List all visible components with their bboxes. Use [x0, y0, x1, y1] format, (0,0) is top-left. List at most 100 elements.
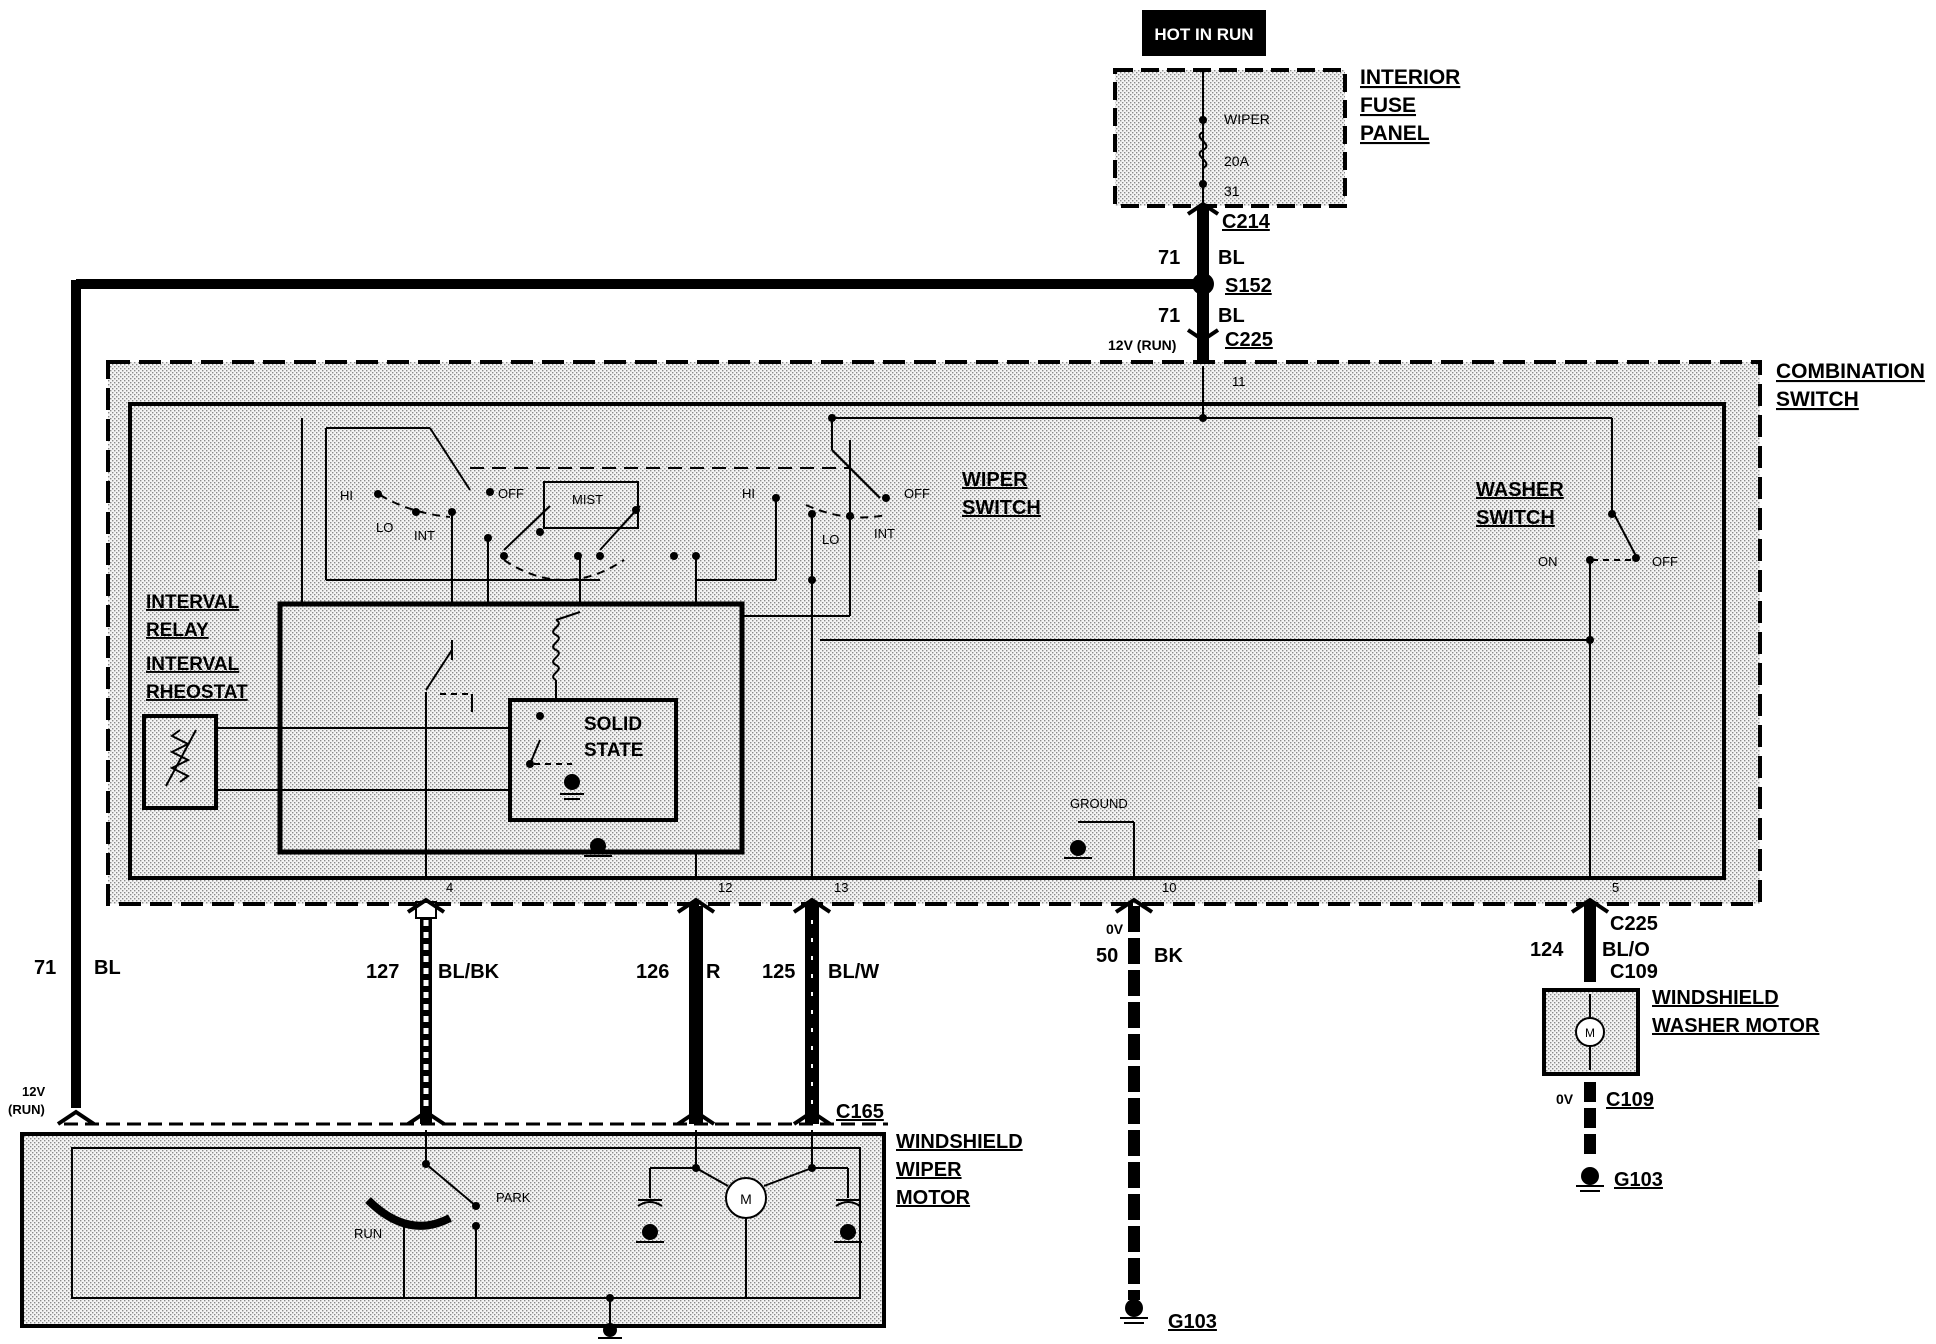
washer-motor: M	[1542, 988, 1640, 1076]
wiper-run: RUN	[354, 1226, 382, 1241]
ground-icon	[564, 774, 580, 790]
splice-s152	[1192, 273, 1214, 295]
fuse-icon	[1198, 131, 1208, 169]
solid-state-label-2: STATE	[584, 740, 643, 761]
wiper-int-a: INT	[414, 528, 435, 543]
capacitor-icon-2	[835, 1199, 861, 1207]
wiper-int-b: INT	[874, 526, 895, 541]
fuse-rating: 20A	[1224, 153, 1250, 169]
wiper-motor-label-1: WINDSHIELD	[896, 1131, 1023, 1153]
wire-126-circuit: 126	[636, 961, 669, 983]
wire-71-feed	[1186, 201, 1220, 368]
wire-126-color: R	[706, 961, 721, 983]
washer-motor-label-1: WINDSHIELD	[1652, 987, 1779, 1009]
connector-c225-top: C225	[1225, 329, 1273, 351]
wire-50-circuit: 50	[1096, 945, 1118, 967]
wiper-off-a: OFF	[498, 486, 524, 501]
connector-c109-a: C109	[1610, 961, 1658, 983]
wire-50-color: BK	[1154, 945, 1183, 967]
connector-c109-b: C109	[1606, 1089, 1654, 1111]
wiper-hi-b: HI	[742, 486, 755, 501]
solid-state-module	[508, 698, 678, 822]
wire-71-branch	[71, 279, 1195, 1108]
washer-switch	[820, 509, 1637, 880]
interval-rheostat-label-2: RHEOSTAT	[146, 682, 248, 703]
wiper-lo-b: LO	[822, 532, 839, 547]
washer-off: OFF	[1652, 554, 1678, 569]
rheostat-icon	[169, 729, 191, 783]
wire-50	[1120, 906, 1148, 1324]
wire-125-color: BL/W	[828, 961, 879, 983]
voltage-run-left: (RUN)	[8, 1102, 45, 1117]
ground-label: GROUND	[1070, 796, 1128, 811]
combination-ground	[1064, 821, 1135, 880]
interval-rheostat	[142, 714, 510, 810]
connector-c165: C165	[836, 1101, 884, 1123]
wire-71-left-circuit: 71	[34, 957, 56, 979]
wiper-lo-a: LO	[376, 520, 393, 535]
wiper-switch-contacts	[374, 414, 890, 584]
wire-71-left-color: BL	[94, 957, 121, 979]
interval-relay-label-2: RELAY	[146, 620, 209, 641]
pin-10: 10	[1162, 880, 1176, 895]
wiper-switch-label-2: SWITCH	[962, 497, 1041, 519]
fuse-panel-label-1: INTERIOR	[1360, 66, 1460, 89]
fuse-name: WIPER	[1224, 111, 1270, 127]
wire-127-circuit: 127	[366, 961, 399, 983]
washer-motor-symbol: M	[1585, 1026, 1595, 1040]
wire-127	[415, 901, 437, 1124]
wiper-motor-symbol: M	[740, 1191, 752, 1207]
ground-icon-internal	[1070, 840, 1086, 856]
pin-5: 5	[1612, 880, 1619, 895]
relay-coil-icon	[552, 619, 560, 681]
interior-fuse-panel: WIPER 20A 31	[1113, 68, 1347, 208]
wiper-motor-label-2: WIPER	[896, 1159, 962, 1181]
wire-71-upper-color: BL	[1218, 247, 1245, 269]
combination-switch-label-2: SWITCH	[1776, 388, 1859, 411]
pin-13: 13	[834, 880, 848, 895]
combination-switch-label-1: COMBINATION	[1776, 360, 1925, 383]
wiper-switch-label-1: WIPER	[962, 469, 1028, 491]
interval-relay-label-1: INTERVAL	[146, 592, 240, 613]
connector-c214: C214	[1222, 211, 1271, 233]
voltage-12v-left: 12V	[22, 1084, 45, 1099]
wire-124	[1576, 906, 1604, 1192]
wire-125-circuit: 125	[762, 961, 795, 983]
fuse-number: 31	[1224, 183, 1240, 199]
ground-g103-a: G103	[1168, 1311, 1217, 1333]
voltage-0v-ground: 0V	[1106, 921, 1124, 937]
connector-c225-right: C225	[1610, 913, 1658, 935]
splice-s152-label: S152	[1225, 275, 1272, 297]
fuse-panel-label-2: FUSE	[1360, 94, 1416, 117]
wiper-motor-label-3: MOTOR	[896, 1187, 971, 1209]
wire-71-lower-color: BL	[1218, 305, 1245, 327]
wiper-park: PARK	[496, 1190, 531, 1205]
washer-motor-icon	[1575, 1017, 1605, 1047]
pin-12: 12	[718, 880, 732, 895]
wire-124-color: BL/O	[1602, 939, 1650, 961]
wiper-hi-a: HI	[340, 488, 353, 503]
wire-71-lower-circuit: 71	[1158, 305, 1180, 327]
washer-motor-label-2: WASHER MOTOR	[1652, 1015, 1820, 1037]
capacitor-icon	[637, 1199, 663, 1207]
ground-g103-b: G103	[1614, 1169, 1663, 1191]
interval-rheostat-label-1: INTERVAL	[146, 654, 240, 675]
pin-11: 11	[1232, 374, 1246, 389]
washer-on: ON	[1538, 554, 1558, 569]
hot-in-run-text: HOT IN RUN	[1154, 25, 1253, 44]
solid-state-label-1: SOLID	[584, 714, 642, 735]
windshield-wiper-motor: M	[20, 1109, 886, 1328]
wiper-off-b: OFF	[904, 486, 930, 501]
voltage-12v-run-top: 12V (RUN)	[1108, 337, 1176, 353]
relay-ground-icon	[584, 838, 612, 857]
washer-switch-label-2: SWITCH	[1476, 507, 1555, 529]
fuse-panel-label-3: PANEL	[1360, 122, 1430, 145]
pin-4: 4	[446, 880, 453, 895]
voltage-0v-washer: 0V	[1556, 1091, 1574, 1107]
washer-switch-label-1: WASHER	[1476, 479, 1564, 501]
wire-127-color: BL/BK	[438, 961, 500, 983]
wiper-motor-ground-icon	[598, 1323, 622, 1339]
wire-71-upper-circuit: 71	[1158, 247, 1180, 269]
hot-in-run-badge: HOT IN RUN	[1142, 10, 1266, 56]
